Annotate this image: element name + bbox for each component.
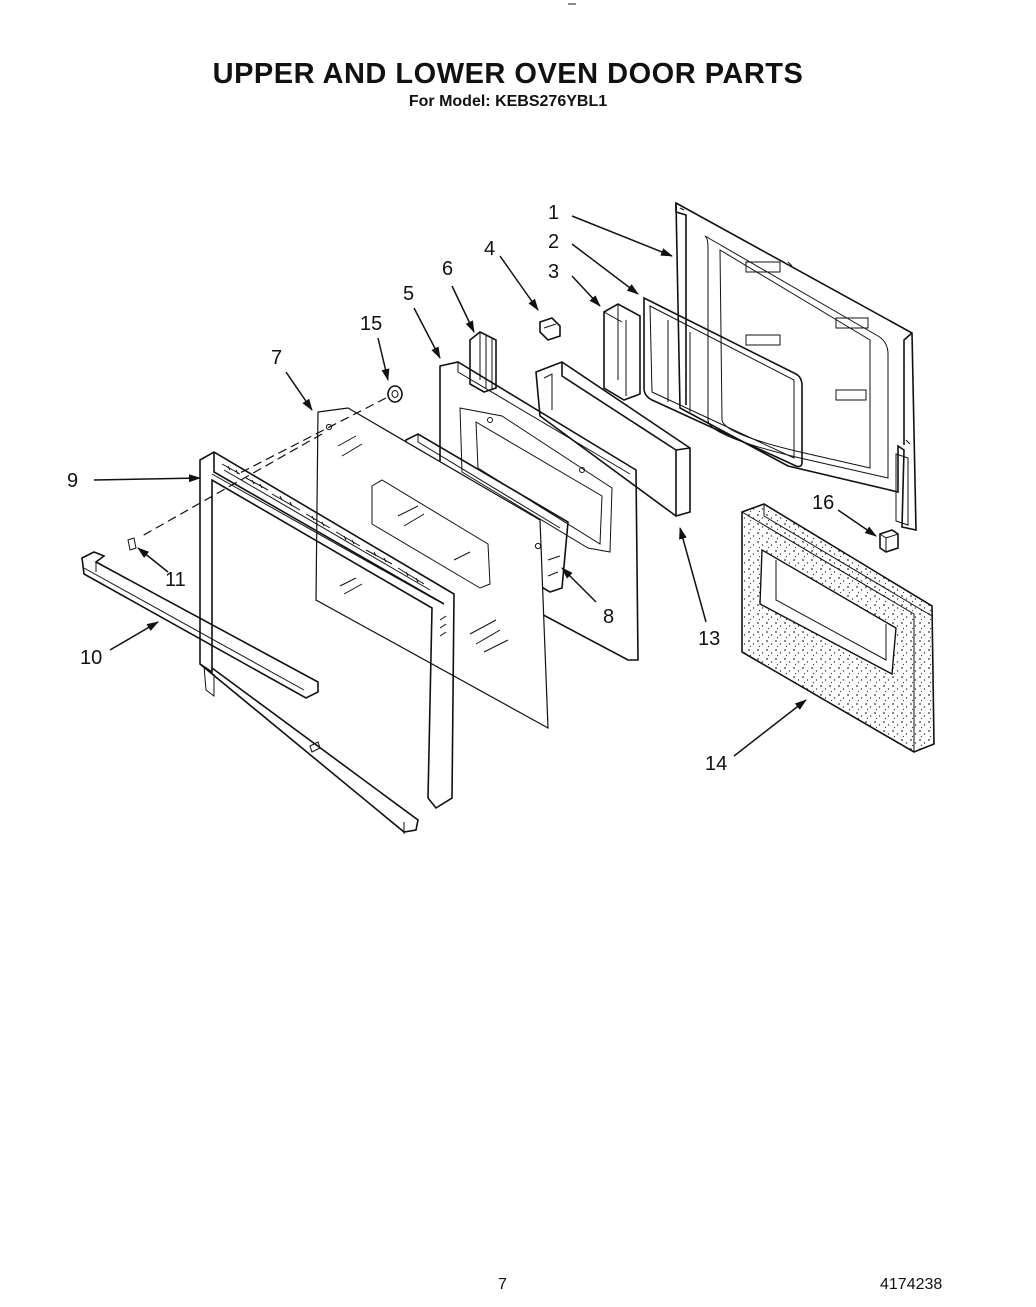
part-11-clip xyxy=(127,537,137,551)
part-13-box-frame xyxy=(535,361,691,517)
callout-10: 10 xyxy=(80,647,102,669)
part-2-wire-frame xyxy=(643,296,803,468)
page-title: UPPER AND LOWER OVEN DOOR PARTS xyxy=(212,58,804,90)
callout-5: 5 xyxy=(403,283,414,305)
part-10-door-handle xyxy=(81,551,319,699)
part-4-clip xyxy=(539,317,561,341)
document-number: 4174238 xyxy=(880,1276,943,1293)
callout-14: 14 xyxy=(705,753,727,775)
callout-13: 13 xyxy=(698,628,720,650)
part-14-insulation xyxy=(741,503,935,753)
callout-1: 1 xyxy=(548,202,559,224)
callout-3: 3 xyxy=(548,261,559,283)
callout-4: 4 xyxy=(484,238,495,260)
callout-8: 8 xyxy=(603,606,614,628)
part-1-inner-door-panel xyxy=(675,201,917,531)
callout-16: 16 xyxy=(812,492,834,514)
part-3-channel-bracket xyxy=(603,303,641,401)
model-subtitle: For Model: KEBS276YBL1 xyxy=(408,93,608,110)
vent-slots xyxy=(221,463,431,591)
reference-line-11 xyxy=(141,433,323,537)
part-9-door-frame xyxy=(199,451,455,834)
part-15-washer xyxy=(387,385,403,403)
page-number: 7 xyxy=(498,1276,507,1293)
callout-2: 2 xyxy=(548,231,559,253)
callout-arrows xyxy=(93,215,877,757)
callout-15: 15 xyxy=(360,313,382,335)
part-16-block xyxy=(879,529,899,553)
part-7-outer-glass xyxy=(315,407,549,730)
callout-11: 11 xyxy=(165,569,186,591)
callout-7: 7 xyxy=(271,347,282,369)
callout-9: 9 xyxy=(67,470,78,492)
callout-6: 6 xyxy=(442,258,453,280)
